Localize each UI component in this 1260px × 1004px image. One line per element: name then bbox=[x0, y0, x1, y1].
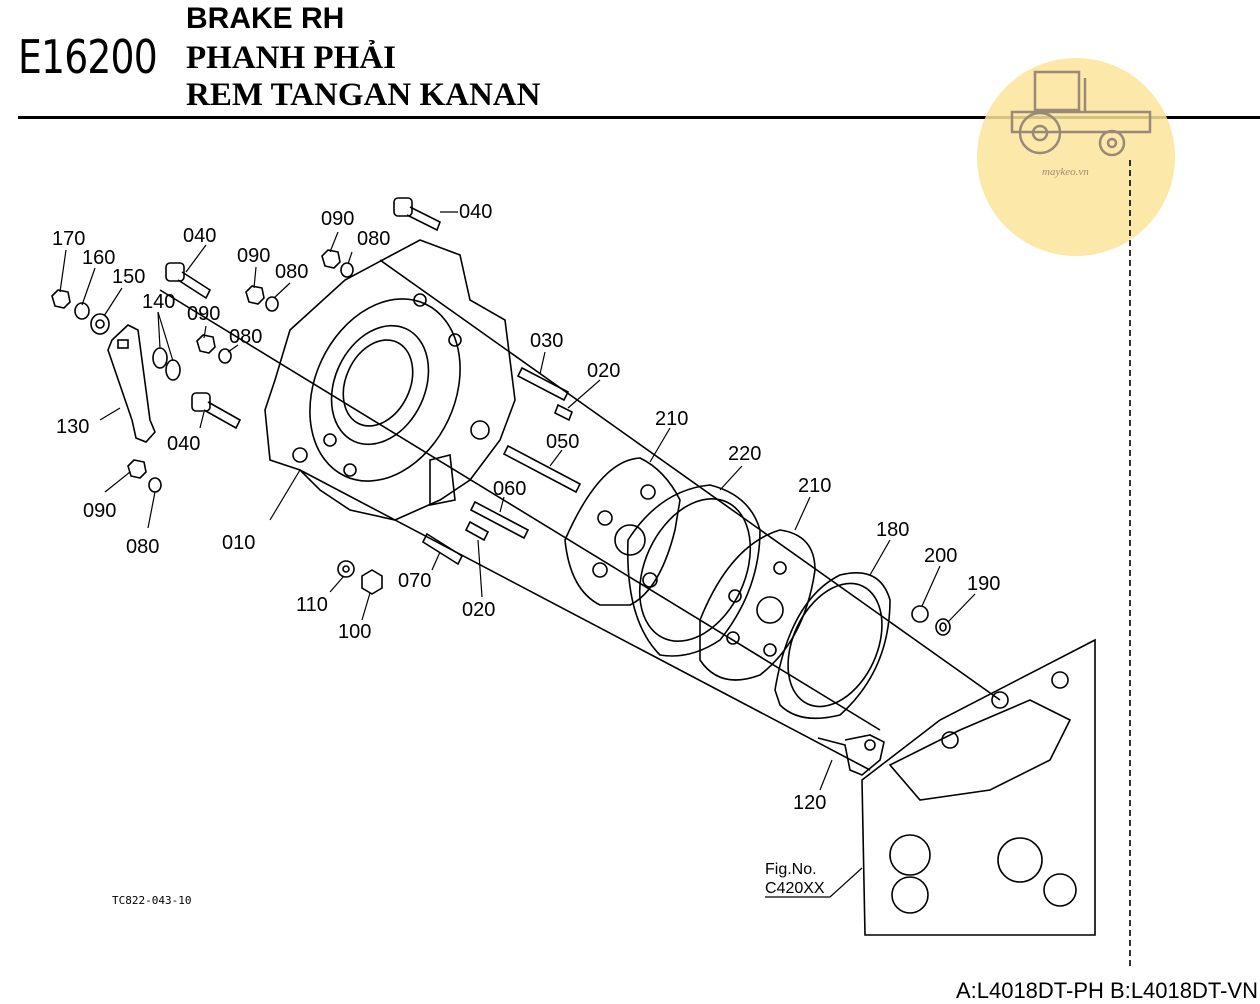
nut-washer-set bbox=[51, 289, 110, 335]
bolt-part bbox=[393, 197, 442, 232]
figure-ref-line1: Fig.No. bbox=[765, 861, 817, 878]
plug-washer-set bbox=[337, 560, 383, 595]
part-label-090: 090 bbox=[187, 303, 220, 325]
part-label-210: 210 bbox=[798, 475, 831, 497]
part-label-030: 030 bbox=[530, 330, 563, 352]
friction-plate-part bbox=[699, 529, 816, 681]
part-label-080: 080 bbox=[357, 228, 390, 250]
assembly-line bbox=[379, 259, 1001, 701]
watermark-logo bbox=[977, 58, 1175, 256]
part-label-020: 020 bbox=[587, 360, 620, 382]
part-label-080: 080 bbox=[275, 261, 308, 283]
title-vietnamese: PHANH PHẢI bbox=[186, 40, 396, 76]
watermark-text: maykeo.vn bbox=[1042, 166, 1089, 178]
part-label-040: 040 bbox=[167, 433, 200, 455]
section-code: E16200 bbox=[18, 30, 158, 84]
drawing-code: TC822-043-10 bbox=[112, 894, 192, 907]
part-label-200: 200 bbox=[924, 545, 957, 567]
part-label-130: 130 bbox=[56, 416, 89, 438]
seal-part bbox=[939, 622, 947, 632]
ball-part bbox=[911, 605, 929, 623]
part-label-120: 120 bbox=[793, 792, 826, 814]
part-label-080: 080 bbox=[126, 536, 159, 558]
part-label-090: 090 bbox=[321, 208, 354, 230]
part-label-180: 180 bbox=[876, 519, 909, 541]
tractor-logo-icon bbox=[1010, 70, 1152, 157]
seal-part bbox=[935, 618, 951, 636]
part-label-110: 110 bbox=[296, 594, 328, 616]
brake-case-part bbox=[264, 239, 516, 521]
part-label-020: 020 bbox=[462, 599, 495, 621]
part-label-170: 170 bbox=[52, 228, 85, 250]
bolt-part bbox=[165, 262, 212, 300]
leader-lines bbox=[59, 211, 976, 898]
part-label-150: 150 bbox=[112, 266, 145, 288]
figure-reference: Fig.No. C420XX bbox=[765, 860, 825, 898]
o-ring-part bbox=[152, 347, 168, 369]
o-ring-part bbox=[165, 359, 181, 381]
transmission-case-part bbox=[861, 638, 1096, 936]
title-english: BRAKE RH bbox=[186, 2, 345, 35]
bolt-part bbox=[191, 392, 242, 430]
friction-plate-part bbox=[564, 457, 681, 606]
part-label-090: 090 bbox=[237, 245, 270, 267]
part-label-090: 090 bbox=[83, 500, 116, 522]
assembly-line bbox=[299, 469, 871, 771]
part-label-010: 010 bbox=[222, 532, 255, 554]
cam-shaft-part bbox=[817, 734, 885, 776]
brake-disc-part bbox=[626, 484, 761, 657]
part-label-160: 160 bbox=[82, 247, 115, 269]
nut-washer-set bbox=[127, 249, 354, 493]
stud-bolt-set bbox=[421, 366, 582, 566]
figure-ref-line2: C420XX bbox=[765, 880, 825, 897]
brake-lever-part bbox=[107, 324, 156, 443]
header-rule bbox=[18, 116, 1260, 119]
part-label-040: 040 bbox=[459, 201, 492, 223]
part-label-190: 190 bbox=[967, 573, 1000, 595]
part-label-210: 210 bbox=[655, 408, 688, 430]
part-label-060: 060 bbox=[493, 478, 526, 500]
title-indonesian: REM TANGAN KANAN bbox=[186, 77, 541, 113]
part-label-140: 140 bbox=[142, 291, 175, 313]
part-label-070: 070 bbox=[398, 570, 431, 592]
part-label-050: 050 bbox=[546, 431, 579, 453]
plate-part bbox=[774, 571, 891, 720]
part-label-220: 220 bbox=[728, 443, 761, 465]
part-label-080: 080 bbox=[229, 326, 262, 348]
part-label-040: 040 bbox=[183, 225, 216, 247]
part-label-100: 100 bbox=[338, 621, 371, 643]
model-applicability: A:L4018DT-PH B:L4018DT-VN bbox=[955, 978, 1258, 1003]
